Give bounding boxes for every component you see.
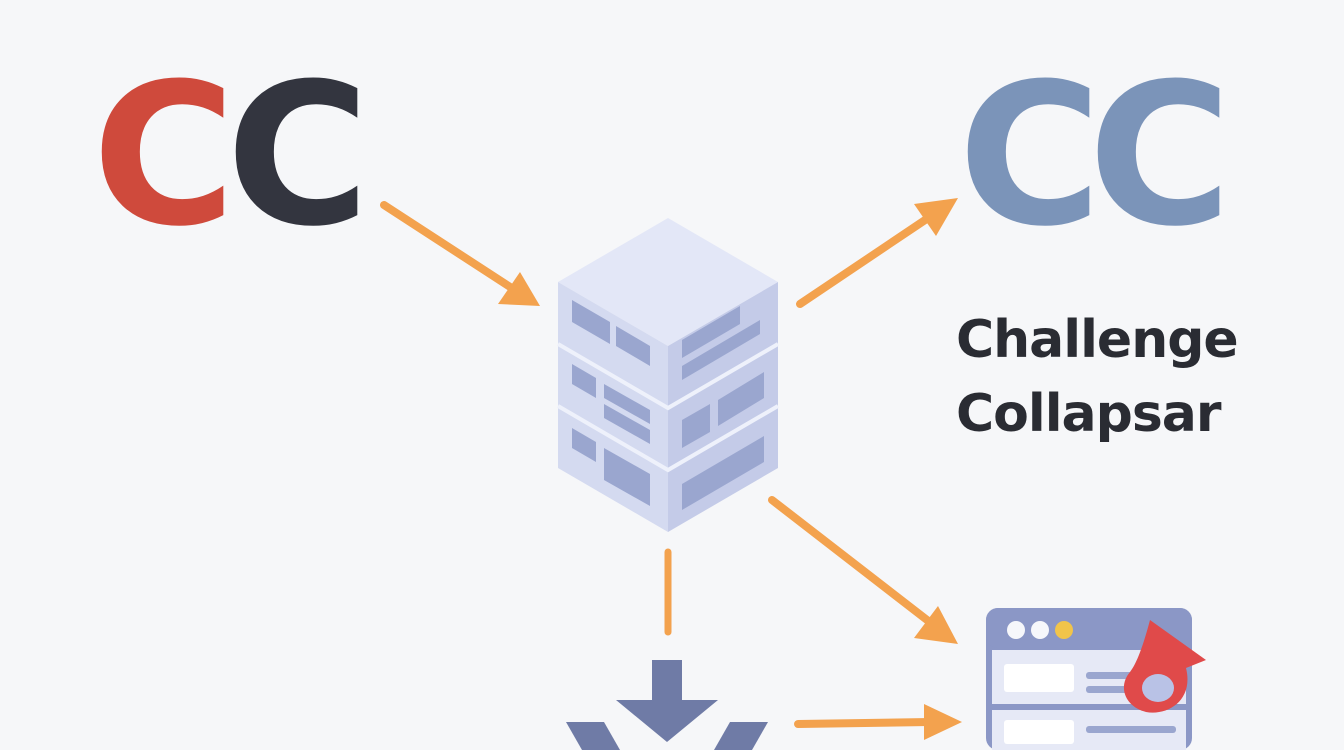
server-detail — [604, 404, 650, 444]
target-logo-letter-2: C — [1088, 42, 1232, 270]
server-detail — [682, 436, 764, 510]
arrow-source-to-server-head — [498, 272, 540, 306]
server-detail — [616, 326, 650, 366]
browser-content-block — [1004, 720, 1074, 744]
server-detail — [718, 372, 764, 426]
server-stack-icon — [556, 218, 780, 532]
browser-dot-accent — [1055, 621, 1073, 639]
server-detail — [572, 300, 610, 344]
server-detail — [682, 306, 740, 358]
target-logo-letter-1: C — [958, 42, 1102, 270]
browser-divider — [992, 704, 1186, 710]
arrow-server-to-browser-head — [914, 606, 958, 644]
browser-dot — [1007, 621, 1025, 639]
server-tier-line-1 — [556, 342, 780, 411]
server-detail — [604, 448, 650, 506]
arrow-server-to-target — [796, 206, 944, 308]
caption-line-2: Collapsar — [956, 384, 1222, 444]
filter-funnel-icon — [566, 660, 768, 750]
filter-stem — [652, 660, 682, 700]
server-detail — [682, 320, 760, 380]
server-detail — [572, 428, 596, 462]
arrow-filter-to-browser — [794, 718, 934, 728]
source-logo-letter-1: C — [92, 42, 236, 270]
arrow-filter-to-browser-head — [924, 704, 962, 740]
marker-pin-icon — [1123, 620, 1206, 713]
marker-center — [1142, 674, 1174, 702]
server-detail — [572, 364, 596, 398]
arrow-source-to-server — [380, 201, 528, 300]
filter-arrow-down — [616, 700, 718, 742]
browser-content-line — [1086, 726, 1176, 733]
server-detail — [604, 384, 650, 424]
filter-left-arm — [566, 722, 620, 750]
browser-dot — [1031, 621, 1049, 639]
arrow-server-to-browser — [768, 496, 944, 634]
server-tier-line-2 — [556, 404, 780, 473]
server-detail — [682, 404, 710, 448]
source-logo-letter-2: C — [226, 42, 370, 270]
caption-line-1: Challenge — [956, 310, 1239, 370]
browser-content-block — [1004, 664, 1074, 692]
arrow-server-to-target-head — [914, 198, 958, 236]
filter-right-arm — [714, 722, 768, 750]
arrows — [380, 198, 962, 740]
